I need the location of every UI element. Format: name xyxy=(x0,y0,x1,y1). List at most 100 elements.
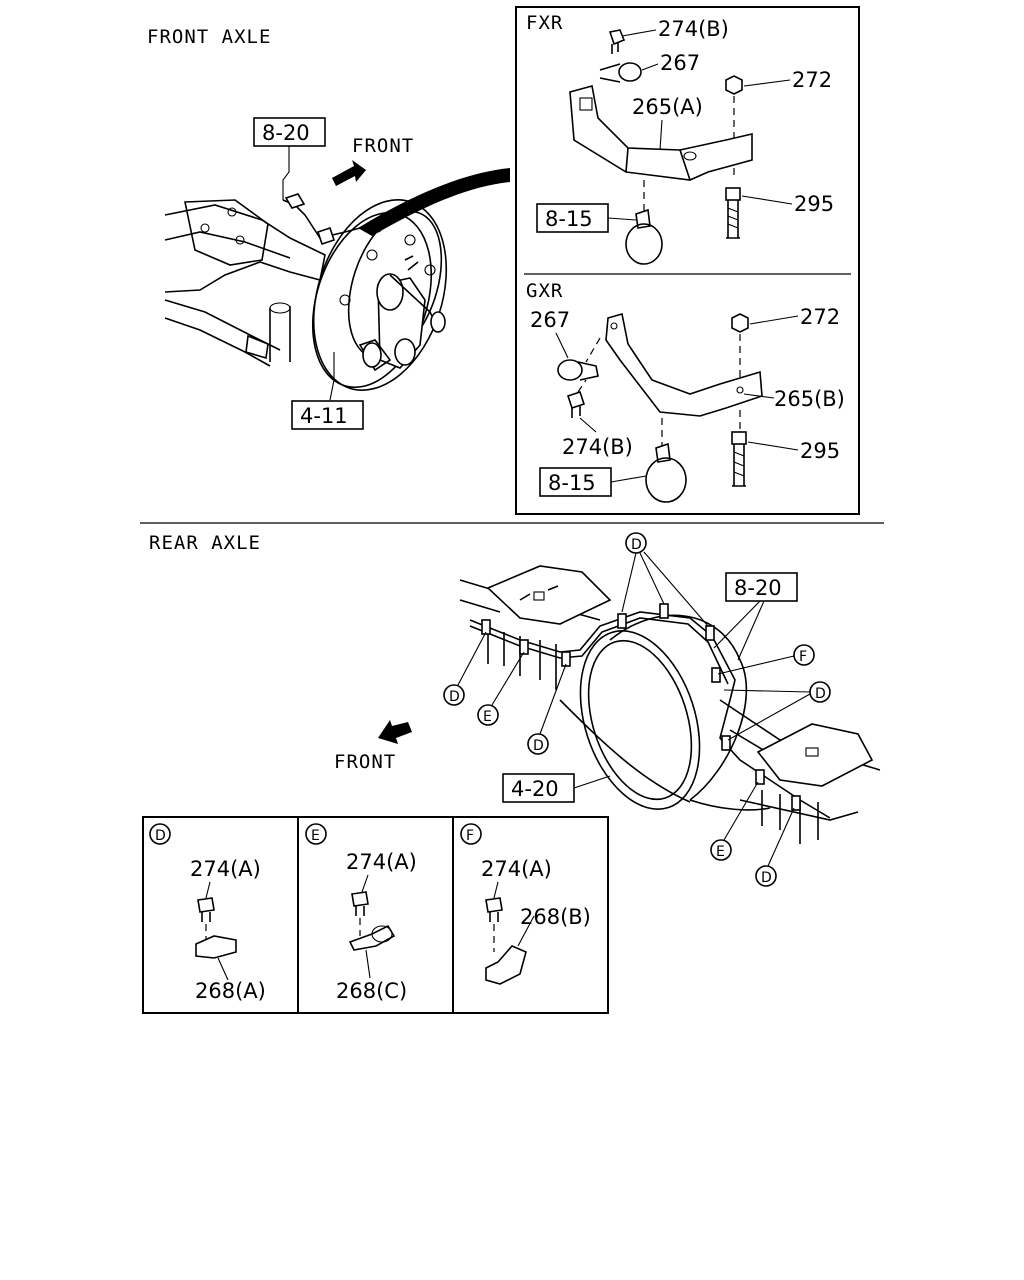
detail-f-bolt-label: 274(A) xyxy=(481,857,552,881)
detail-d-clip-icon xyxy=(195,935,237,959)
gxr-nut-icon xyxy=(731,313,749,333)
callout-d-left[interactable]: D xyxy=(443,684,465,706)
detail-e-bolt-label: 274(A) xyxy=(346,850,417,874)
gxr-clip-icon xyxy=(557,359,599,381)
detail-d-key: D xyxy=(155,828,166,844)
leader-4-20 xyxy=(573,775,611,789)
ref-4-20-label: 4-20 xyxy=(511,777,559,801)
leader-detail-e-clip xyxy=(365,949,371,979)
detail-d-bolt-label: 274(A) xyxy=(190,857,261,881)
gxr-bolt-icon xyxy=(566,390,586,418)
callout-e-left[interactable]: E xyxy=(477,704,499,726)
leader-callout-e-bottom xyxy=(723,781,759,841)
gxr-stud-label: 295 xyxy=(800,439,840,463)
leader-fxr-clip xyxy=(641,63,659,71)
detail-d-clip-label: 268(A) xyxy=(195,979,266,1003)
fxr-bolt-icon xyxy=(608,29,626,54)
front-brake-assembly xyxy=(311,199,448,391)
callout-d-right-letter: D xyxy=(815,686,826,702)
detail-f-bolt-shank xyxy=(489,912,499,922)
ref-box-4-20[interactable]: 4-20 xyxy=(502,773,575,803)
leader-fxr-stud xyxy=(741,195,793,205)
leader-callout-d-top xyxy=(621,551,709,627)
fxr-nut-icon xyxy=(725,75,743,95)
callout-d-top[interactable]: D xyxy=(625,532,647,554)
detail-d: D 274(A) 268(A) xyxy=(149,823,266,1003)
callout-e-left-letter: E xyxy=(483,709,492,725)
callout-d-bottom[interactable]: D xyxy=(755,865,777,887)
callout-d-top-letter: D xyxy=(631,537,642,553)
leader-detail-f-clip xyxy=(517,915,535,947)
rear-brake-pipe-2 xyxy=(469,617,729,685)
fxr-clip-label: 267 xyxy=(660,51,700,75)
leader-callout-d-left xyxy=(457,631,487,686)
leader-callout-d-mid xyxy=(539,663,567,735)
ref-box-8-20-rear[interactable]: 8-20 xyxy=(725,572,798,602)
leader-gxr-8-15 xyxy=(610,475,647,483)
rear-front-direction-arrow-icon xyxy=(378,720,412,744)
detail-f-key: F xyxy=(466,828,474,844)
leader-detail-d-clip xyxy=(217,957,229,981)
front-pipe-clip xyxy=(316,226,336,246)
ref-8-20-front-label: 8-20 xyxy=(262,121,310,145)
ref-box-8-15-fxr[interactable]: 8-15 xyxy=(536,203,609,233)
detail-panel xyxy=(142,816,609,1014)
fxr-hose-clamp-icon xyxy=(625,208,663,265)
gxr-bolt-axis xyxy=(577,379,587,393)
detail-d-bolt-icon xyxy=(197,897,215,913)
leader-callout-e-left xyxy=(491,651,525,706)
callout-d-right[interactable]: D xyxy=(809,681,831,703)
leader-gxr-bracket xyxy=(743,393,775,399)
detail-e-clip-label: 268(C) xyxy=(336,979,407,1003)
leader-4-11 xyxy=(329,352,335,401)
ref-8-15-fxr-label: 8-15 xyxy=(545,207,593,231)
leader-callout-d-bottom xyxy=(767,807,795,867)
rear-pipe-clips xyxy=(481,603,801,811)
fxr-clip-icon xyxy=(599,62,642,83)
leader-callout-f xyxy=(717,655,795,675)
callout-f-letter: F xyxy=(799,649,807,665)
callout-d-mid-letter: D xyxy=(533,738,544,754)
fxr-bolt-label: 274(B) xyxy=(658,17,729,41)
fxr-title: FXR xyxy=(526,12,563,34)
detail-f-clip-icon xyxy=(485,945,527,985)
inset-panel xyxy=(515,6,860,515)
leader-fxr-8-15 xyxy=(607,217,637,221)
gxr-bracket xyxy=(605,312,763,417)
gxr-clip-label: 267 xyxy=(530,308,570,332)
ref-box-4-11[interactable]: 4-11 xyxy=(291,400,364,430)
gxr-title: GXR xyxy=(526,280,563,302)
fxr-stud-label: 295 xyxy=(794,192,834,216)
rear-axle-heading: REAR AXLE xyxy=(149,532,261,554)
gxr-nut-label: 272 xyxy=(800,305,840,329)
detail-e-clip-icon xyxy=(348,924,396,951)
rear-axle-housing xyxy=(459,565,881,844)
front-direction-arrow-icon xyxy=(332,160,366,186)
detail-pointer-swoosh xyxy=(358,168,510,236)
callout-d-mid[interactable]: D xyxy=(527,733,549,755)
fxr-bracket-label: 265(A) xyxy=(632,95,703,119)
detail-e-bolt-icon xyxy=(351,891,369,907)
ref-8-20-rear-label: 8-20 xyxy=(734,576,782,600)
ref-box-8-15-gxr[interactable]: 8-15 xyxy=(539,467,612,497)
gxr-stud-icon xyxy=(731,431,747,487)
fxr-stud-icon xyxy=(725,187,741,239)
gxr-clip-axis xyxy=(585,337,601,363)
gxr-hose-clamp-icon xyxy=(645,442,687,503)
leader-gxr-bolt xyxy=(579,417,597,433)
callout-e-bottom[interactable]: E xyxy=(710,839,732,861)
ref-4-11-label: 4-11 xyxy=(300,404,348,428)
leader-8-20-rear xyxy=(713,600,765,661)
leader-fxr-bolt xyxy=(621,29,657,37)
ref-box-8-20-front[interactable]: 8-20 xyxy=(253,117,326,147)
detail-f-clip-label: 268(B) xyxy=(520,905,591,929)
front-direction-label: FRONT xyxy=(352,135,414,157)
leader-callout-d-right xyxy=(723,689,811,741)
rear-front-direction-label: FRONT xyxy=(334,751,396,773)
leader-detail-f-bolt xyxy=(493,881,499,899)
detail-e-key: E xyxy=(311,828,320,844)
leader-gxr-clip xyxy=(555,332,569,359)
front-axle-beam xyxy=(164,199,326,367)
detail-f-bolt-icon xyxy=(485,897,503,913)
callout-f[interactable]: F xyxy=(793,644,815,666)
